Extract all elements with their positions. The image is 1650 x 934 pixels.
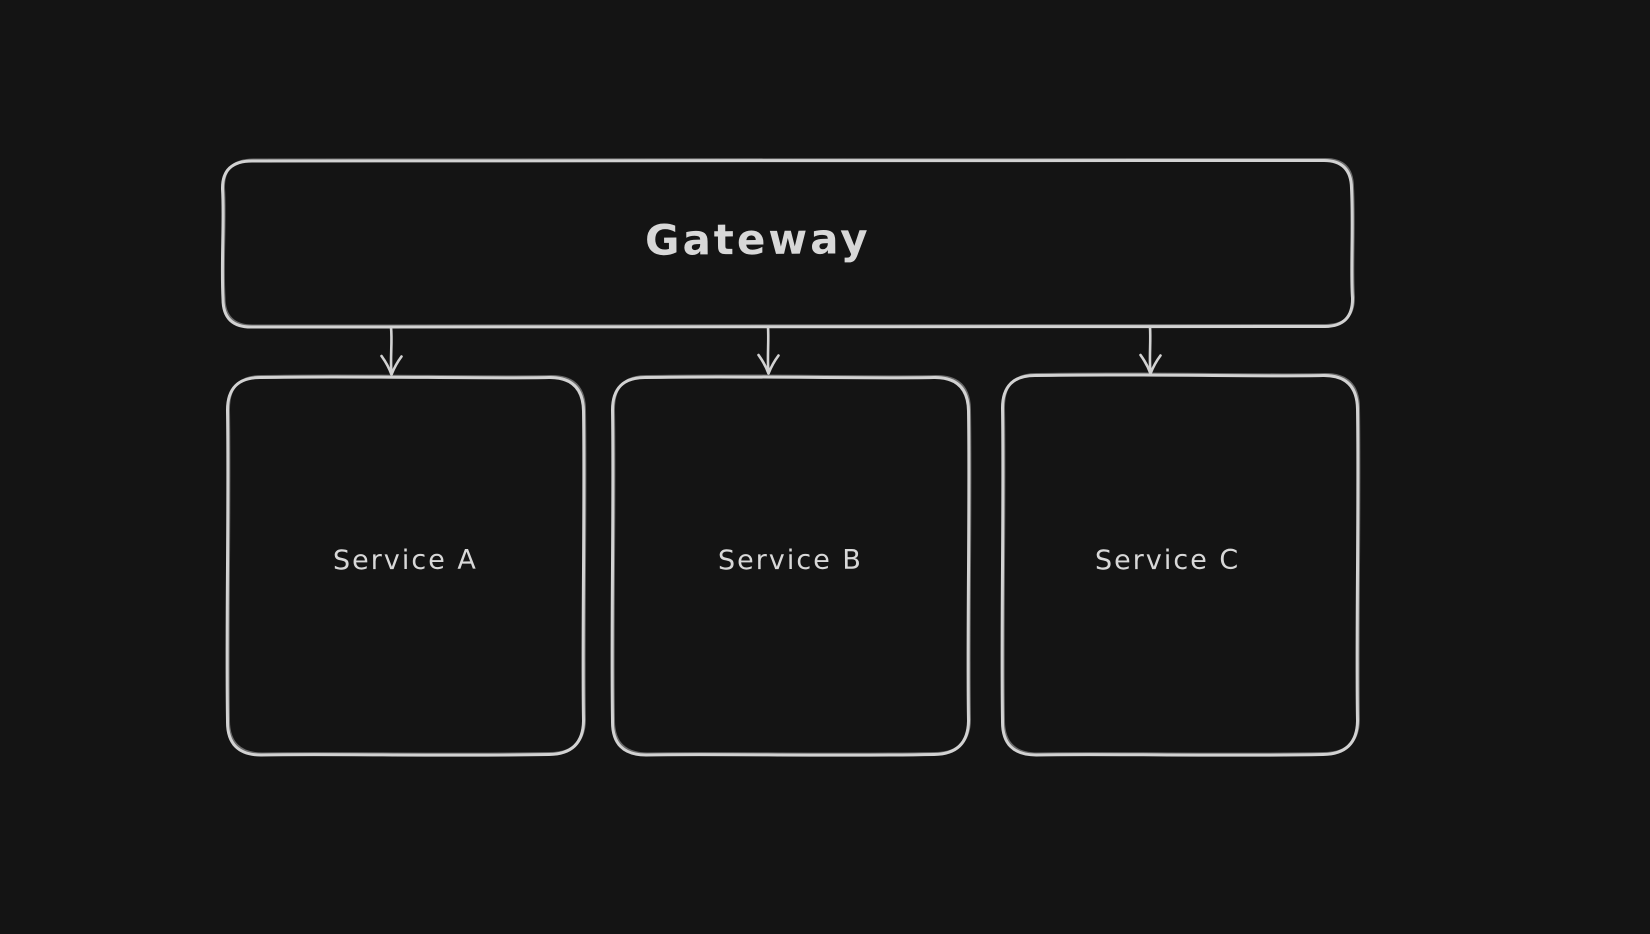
arrowhead-icon [757,353,780,375]
node-service-c-shape[interactable] [1000,372,1361,757]
arrow-gateway-to-service-a[interactable] [380,325,403,376]
arrow-gateway-to-service-c[interactable] [1139,325,1162,375]
node-service-b-shape[interactable] [610,374,972,757]
node-service-a-shape[interactable] [225,374,587,757]
arrow-gateway-to-service-b[interactable] [757,325,780,375]
arrowhead-icon [380,354,403,376]
arrowhead-icon [1139,353,1162,375]
node-gateway-shape[interactable] [220,157,1356,329]
